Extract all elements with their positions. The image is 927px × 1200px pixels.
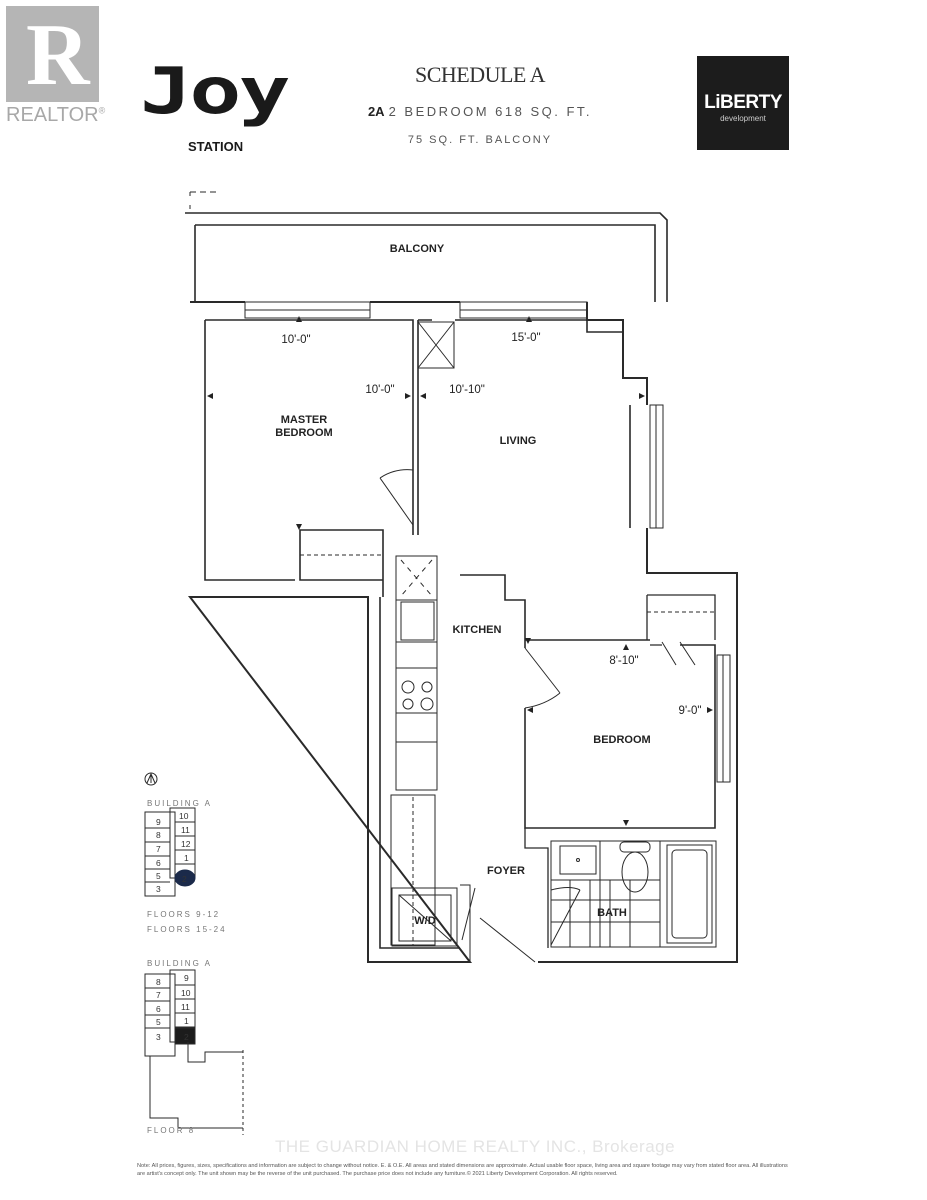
keyplan-1-unit: 7 — [156, 844, 161, 854]
keyplan-1-unit: 12 — [181, 839, 191, 849]
realtor-label: REALTOR — [6, 104, 99, 126]
keyplan-2-unit: 5 — [156, 1017, 161, 1027]
kitchen-counter — [390, 555, 438, 946]
realtor-letter: R — [26, 7, 90, 104]
keyplan-2-unit: 1 — [184, 1016, 189, 1026]
keyplan-2-building: BUILDING A — [147, 959, 212, 968]
liberty-name: LiBERTY — [704, 92, 782, 113]
inner-perimeter — [204, 319, 650, 949]
outer-wall — [187, 301, 738, 963]
balcony-area: 75 SQ. FT. BALCONY — [407, 134, 553, 146]
keyplan-1-unit: 5 — [156, 871, 161, 881]
windows — [244, 301, 731, 783]
unit-code: 2A — [367, 104, 385, 119]
keyplan-1-unit: 1 — [184, 853, 189, 863]
keyplan-1-caption-2: FLOORS 15-24 — [147, 925, 227, 934]
mechanical-shaft — [417, 321, 455, 369]
label-kitchen: KITCHEN — [453, 624, 502, 636]
dim-bedroom-width: 8'-10" — [609, 655, 638, 667]
registered-mark: ® — [98, 105, 106, 116]
bedroom-walls — [524, 594, 716, 948]
keyplan-2-caption: FLOOR 8 — [147, 1126, 195, 1135]
keyplan-2-highlighted-unit: 2 — [184, 1032, 189, 1042]
keyplan-1-unit: 9 — [156, 817, 161, 827]
dim-living-width: 15'-0" — [511, 332, 540, 344]
label-foyer: FOYER — [487, 865, 525, 877]
bathroom — [550, 840, 717, 948]
brokerage-watermark: THE GUARDIAN HOME REALTY INC., Brokerage — [275, 1137, 676, 1156]
liberty-sub: development — [720, 114, 766, 123]
keyplan-2-unit: 10 — [181, 988, 191, 998]
keyplan-2-unit: 8 — [156, 977, 161, 987]
keyplan-2-unit: 6 — [156, 1004, 161, 1014]
keyplan-1-unit: 6 — [156, 858, 161, 868]
label-living: LIVING — [500, 435, 537, 447]
unit-description: 2 BEDROOM 618 SQ. FT. — [388, 104, 593, 119]
dim-living-depth: 10'-10" — [449, 384, 485, 396]
label-bath: BATH — [597, 907, 627, 919]
disclaimer-note: Note: All prices, figures, sizes, specif… — [137, 1163, 788, 1177]
keyplan-1-unit: 3 — [156, 884, 161, 894]
joy-station-logo: Joy STATION — [140, 60, 291, 154]
dim-master-width: 10'-0" — [281, 334, 310, 346]
keyplan-2-unit: 3 — [156, 1032, 161, 1042]
realtor-text: REALTOR® — [6, 104, 105, 127]
keyplan-1-unit: 11 — [181, 825, 190, 835]
realtor-logo: R REALTOR® — [6, 6, 105, 127]
dimension-arrows — [207, 316, 713, 826]
label-master-1: MASTER — [281, 414, 328, 426]
realtor-mark: R — [6, 6, 99, 102]
keyplan-1-building: BUILDING A — [147, 799, 212, 808]
keyplan-2-unit: 11 — [181, 1002, 190, 1012]
dim-bedroom-depth: 9'-0" — [679, 705, 702, 717]
balcony — [185, 191, 668, 302]
label-balcony: BALCONY — [390, 243, 445, 255]
master-door — [379, 469, 414, 526]
keyplan-floor-8: BUILDING A 8 7 6 5 3 9 10 11 1 2 FLOOR 8 — [144, 959, 244, 1135]
keyplan-2-unit: 7 — [156, 990, 161, 1000]
keyplan-1-unit: 10 — [179, 811, 189, 821]
station-wordmark: STATION — [188, 139, 244, 154]
schedule-title: SCHEDULE A — [414, 62, 546, 87]
keyplan-2-unit: 9 — [184, 973, 189, 983]
joy-wordmark: Joy — [140, 55, 291, 129]
washer-dryer — [391, 887, 458, 947]
keyplan-1-highlighted-unit: 2 — [182, 874, 187, 884]
dim-master-depth: 10'-0" — [365, 384, 394, 396]
keyplan-1-caption-1: FLOORS 9-12 — [147, 910, 220, 919]
label-master-2: BEDROOM — [275, 427, 332, 439]
liberty-logo: LiBERTY development — [697, 56, 789, 150]
keyplan-1-unit: 8 — [156, 830, 161, 840]
label-wd: W/D — [414, 915, 435, 927]
entry-door — [460, 884, 536, 963]
keyplan-floors-9-24: BUILDING A 9 8 7 6 5 3 10 11 12 1 2 FLOO… — [144, 772, 227, 934]
label-bedroom: BEDROOM — [593, 734, 650, 746]
